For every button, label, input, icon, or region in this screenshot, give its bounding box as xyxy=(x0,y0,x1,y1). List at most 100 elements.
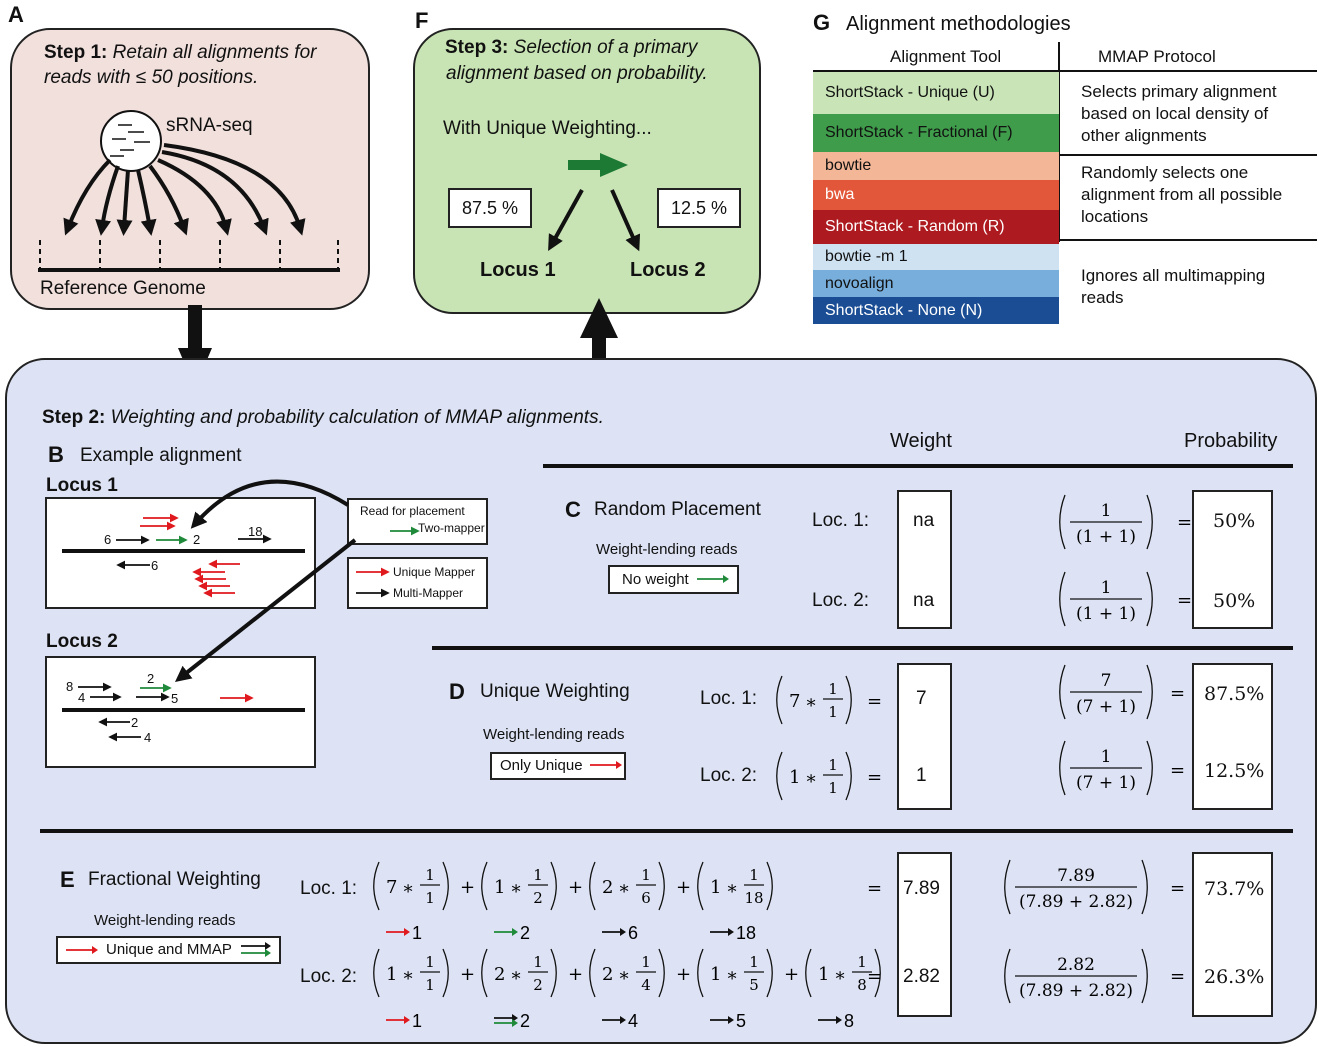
d-term2-coef: 1 xyxy=(789,767,800,788)
step3-locus2: Locus 2 xyxy=(630,259,706,281)
e-l2-sub-arrow-head xyxy=(404,1016,410,1024)
e-l2-term1-coef: 1 xyxy=(386,964,397,985)
c-loc1: Loc. 1: xyxy=(812,510,870,531)
e-l2-term1-num: 1 xyxy=(425,953,435,971)
d-weight2: 1 xyxy=(916,765,927,786)
c-prob2: 50% xyxy=(1213,590,1256,612)
e-l2-term5-rparen xyxy=(874,948,881,998)
e-l2-term1-lparen xyxy=(373,948,380,998)
d-frac1-num: 7 xyxy=(1101,671,1112,691)
weight-header: Weight xyxy=(890,430,952,452)
e-l1-term1-num: 1 xyxy=(425,866,435,884)
e-l2-term4-lparen xyxy=(697,948,704,998)
unique-weighting-note: With Unique Weighting... xyxy=(443,118,652,139)
c-top-rule xyxy=(543,464,1293,468)
g-col-protocol: MMAP Protocol xyxy=(1098,47,1216,66)
e-l2-term3-coef: 2 xyxy=(602,964,613,985)
d-loc1: Loc. 1: xyxy=(700,688,758,709)
e-top-rule xyxy=(40,829,1293,833)
c-frac2-num: 1 xyxy=(1101,578,1112,598)
read-pool-reads xyxy=(110,124,150,157)
e-l2-term2-den: 2 xyxy=(533,976,543,994)
l2-count-2b: 2 xyxy=(131,715,139,730)
b-title: Example alignment xyxy=(80,445,242,466)
probability-header: Probability xyxy=(1184,430,1278,452)
c-prob1: 50% xyxy=(1213,510,1256,532)
e-l1-sub-num: 6 xyxy=(628,923,638,943)
panel-label-b: B xyxy=(48,442,64,467)
d-frac1-rparen xyxy=(1146,664,1153,720)
e-l2-plus: + xyxy=(784,964,799,985)
e-l1-term3-den: 6 xyxy=(641,889,651,907)
step1-heading: Step 1: Retain all alignments for xyxy=(44,42,316,64)
c-weight-box xyxy=(897,490,952,629)
e-eq4: = xyxy=(1170,966,1185,987)
legend-unique-mapper: Unique Mapper xyxy=(393,565,476,579)
g-group-rule-2 xyxy=(1058,239,1317,241)
e-l2-term2-mult: ∗ xyxy=(510,965,522,986)
e-box-text: Unique and MMAP xyxy=(106,941,232,958)
c-frac2-lparen xyxy=(1059,571,1066,627)
d-frac2-num: 1 xyxy=(1101,747,1112,767)
d-top-rule xyxy=(432,646,1293,650)
e-l1-plus: + xyxy=(460,877,475,898)
d-term2-num: 1 xyxy=(828,756,838,774)
arrow-to-locus2 xyxy=(610,189,641,252)
e-frac2-lparen xyxy=(1004,948,1011,1004)
e-l2-term2-lparen xyxy=(481,948,488,998)
e-frac2-rparen xyxy=(1141,948,1148,1004)
e-loc2: Loc. 2: xyxy=(300,966,358,987)
tool-row: bowtie -m 1 xyxy=(813,244,1059,270)
protocol-line: Randomly selects one xyxy=(1081,163,1249,182)
d-term1-rparen xyxy=(845,675,852,725)
e-prob2: 26.3% xyxy=(1204,966,1265,988)
protocol-line: other alignments xyxy=(1081,126,1207,145)
legend-multi-mapper: Multi-Mapper xyxy=(393,586,464,600)
step1-bold: Step 1: xyxy=(44,42,108,63)
e-frac2-num: 2.82 xyxy=(1057,955,1095,975)
e-l1-term1-lparen xyxy=(373,861,380,911)
up-arrow-step2-to-f xyxy=(580,298,618,380)
e-prob-box xyxy=(1192,852,1273,1017)
e-frac1-lparen xyxy=(1004,859,1011,915)
e-l1-term2-num: 1 xyxy=(533,866,543,884)
tool-row: ShortStack - Fractional (F) xyxy=(813,114,1059,152)
c-frac1-lparen xyxy=(1059,494,1066,550)
d-eq4: = xyxy=(1170,760,1185,781)
c-frac1-num: 1 xyxy=(1101,501,1112,521)
e-l2-term2-rparen xyxy=(550,948,557,998)
c-frac1-den: (1 + 1) xyxy=(1076,527,1136,547)
e-l2-sub-arrow-head xyxy=(728,1016,734,1024)
e-l1-term3-num: 1 xyxy=(641,866,651,884)
e-l2-term4-den: 5 xyxy=(749,976,759,994)
e-l2-term5-den: 8 xyxy=(857,976,867,994)
e-l2-term5-lparen xyxy=(805,948,812,998)
d-term1-mult: ∗ xyxy=(805,692,817,713)
l1-count-2: 2 xyxy=(193,532,201,547)
step2-text: Weighting and probability calculation of… xyxy=(110,407,604,428)
d-frac2-den: (7 + 1) xyxy=(1076,773,1136,793)
e-box-arrow-green-head xyxy=(265,949,271,957)
g-tool-list: ShortStack - Unique (U)ShortStack - Frac… xyxy=(813,72,1059,324)
e-l1-term2-den: 2 xyxy=(533,889,543,907)
e-l1-term2-mult: ∗ xyxy=(510,878,522,899)
panel-label-e: E xyxy=(60,867,75,892)
protocol-line: reads xyxy=(1081,288,1124,307)
l1-count-6a: 6 xyxy=(104,532,112,547)
e-frac1-rparen xyxy=(1141,859,1148,915)
l2-count-8: 8 xyxy=(66,679,74,694)
b-legend-read-box xyxy=(347,498,488,545)
l1-count-18: 18 xyxy=(248,524,263,539)
step2-bold: Step 2: xyxy=(42,407,106,428)
d-title: Unique Weighting xyxy=(480,681,630,702)
step3-line2: alignment based on probability. xyxy=(446,63,708,84)
g-group-rule-1 xyxy=(1058,154,1317,156)
e-l2-sub-arrow2-head xyxy=(512,1019,518,1027)
c-weight2: na xyxy=(913,590,935,611)
e-wlr: Weight-lending reads xyxy=(94,912,236,929)
c-frac2-den: (1 + 1) xyxy=(1076,604,1136,624)
c-eq2: = xyxy=(1177,590,1192,611)
d-loc2: Loc. 2: xyxy=(700,765,758,786)
